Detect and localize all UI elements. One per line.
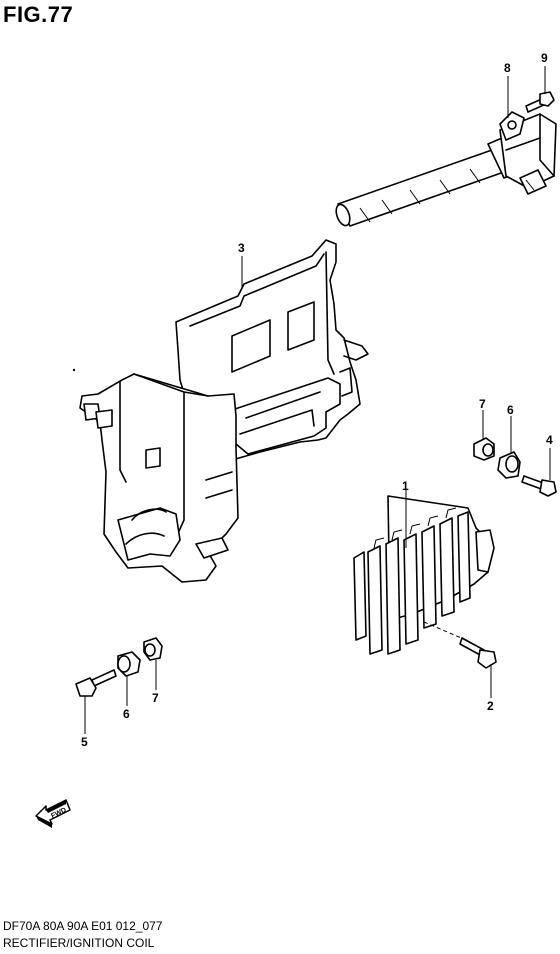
ignition-coil[interactable]: [334, 111, 557, 227]
figure-title: FIG.77: [3, 2, 74, 27]
rectifier[interactable]: [353, 495, 495, 655]
callout-2: 2: [487, 699, 494, 713]
callout-7-left: 7: [152, 691, 159, 705]
fwd-arrow: FWD: [35, 799, 71, 828]
bolt-part-9[interactable]: [525, 91, 555, 113]
figure-caption: RECTIFIER/IGNITION COIL: [3, 936, 155, 950]
callout-7-right: 7: [479, 397, 486, 411]
callout-9: 9: [541, 51, 548, 65]
callout-1: 1: [402, 479, 409, 493]
callout-8: 8: [504, 61, 511, 75]
bolt-part-2[interactable]: [459, 637, 497, 669]
leader-lines: [84, 66, 551, 734]
figure-code: DF70A 80A 90A E01 012_077: [3, 919, 163, 933]
callout-4: 4: [546, 433, 553, 447]
grommet-part-6-left[interactable]: [117, 651, 141, 677]
collar-part-7-left[interactable]: [143, 637, 163, 661]
collar-part-7-right[interactable]: [473, 437, 495, 461]
callout-3: 3: [238, 241, 245, 255]
mark-dot: [72, 368, 76, 372]
mounting-bracket[interactable]: [79, 239, 369, 583]
callout-5: 5: [81, 735, 88, 749]
bolt-part-5[interactable]: [75, 669, 117, 697]
callout-6-left: 6: [123, 707, 130, 721]
callout-6-right: 6: [507, 403, 514, 417]
bolt-part-4[interactable]: [521, 475, 557, 497]
grommet-part-6-right[interactable]: [497, 451, 521, 479]
